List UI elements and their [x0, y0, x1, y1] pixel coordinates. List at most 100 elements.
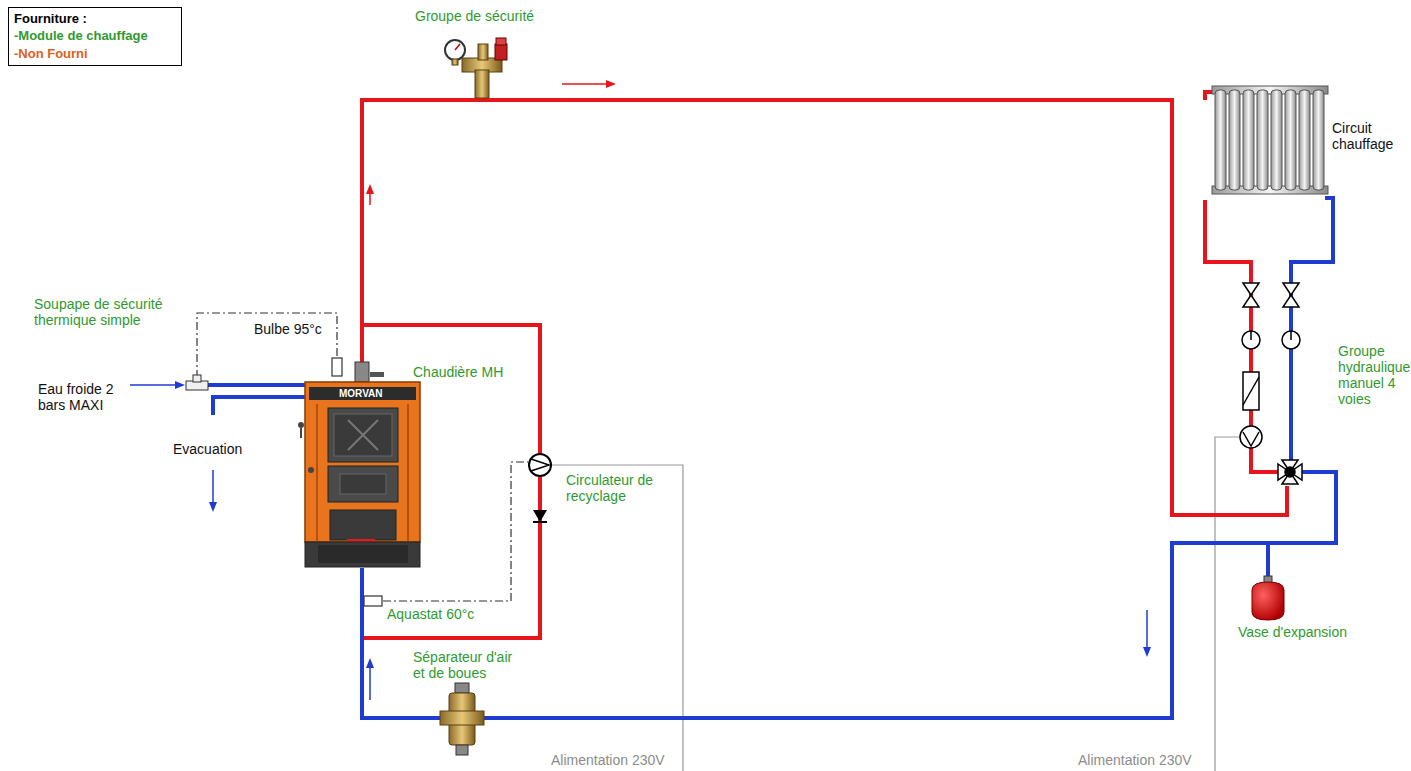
sensor-label: Bulbe 95°c — [254, 321, 344, 337]
boiler-part — [318, 545, 408, 563]
boiler-part — [348, 420, 378, 450]
legend-entry: -Non Fourni — [14, 44, 176, 62]
safety-group-part — [496, 38, 506, 45]
flow-arrow-part — [209, 502, 217, 512]
legend-text: -Non Fourni — [14, 46, 88, 61]
legend-box: Fourniture : -Module de chauffage -Non Fou… — [8, 7, 182, 66]
expansion-vessel — [1252, 576, 1284, 620]
safety-group-part — [475, 70, 489, 98]
power-note: Alimentation 230V — [551, 752, 701, 768]
component-label: Séparateur d'air et de boues — [413, 649, 523, 681]
component-label: Soupape de sécurité thermique simple — [34, 296, 174, 328]
hydraulic-group-part — [1243, 372, 1259, 410]
brand-mark: MORVAN — [339, 388, 409, 400]
hydraulic-group-part — [1243, 283, 1259, 307]
supply-pipe — [362, 92, 1287, 638]
flow-arrow-part — [366, 658, 374, 668]
drain-label: Evacuation — [173, 441, 273, 457]
flow-arrow-part — [366, 184, 374, 194]
return-pipe — [205, 198, 1336, 718]
safety-group-part — [455, 44, 460, 50]
return-pipe-part — [1266, 543, 1270, 578]
boiler-part — [355, 362, 369, 382]
component-label: Groupe hydraulique manuel 4 voies — [1338, 343, 1410, 407]
boiler-part — [330, 510, 396, 540]
radiator-part — [1229, 90, 1240, 190]
boiler-part — [308, 467, 314, 473]
power-wire — [552, 437, 1240, 771]
flow-arrow-part — [1146, 610, 1148, 650]
component-label: Chaudière MH — [413, 364, 533, 380]
recycling-circulator-part — [533, 510, 547, 522]
supply-pipe-part — [362, 100, 1287, 515]
recycling-circulator-part — [533, 521, 547, 523]
boiler-part — [407, 404, 409, 554]
safety-group-part — [478, 44, 488, 60]
boiler-part — [370, 372, 384, 377]
boiler — [298, 362, 420, 567]
component-label: Aquastat 60°c — [387, 606, 497, 622]
component-label: Groupe de sécurité — [415, 8, 585, 24]
hydraulic-group-part — [1278, 464, 1302, 480]
flow-arrow-part — [212, 470, 214, 505]
recycling-circulator — [529, 454, 551, 522]
hydraulic-group-part — [1243, 377, 1259, 405]
flow-arrow-part — [175, 381, 185, 389]
boiler-part — [340, 474, 386, 494]
circuit-label: Circuit chauffage — [1332, 120, 1411, 152]
legend-entry: -Module de chauffage — [14, 26, 176, 44]
radiator-part — [1257, 90, 1268, 190]
boiler-part — [328, 466, 398, 502]
recycling-circulator-part — [531, 459, 549, 471]
air-sludge-separator — [440, 683, 484, 755]
hydraulic-group-part — [1251, 331, 1291, 340]
component-label: Vase d'expansion — [1238, 624, 1368, 640]
hydraulic-group — [1240, 283, 1302, 484]
hydraulic-group-part — [1282, 460, 1298, 484]
boiler-part — [298, 422, 304, 428]
safety-group-part — [495, 44, 507, 60]
return-pipe-part — [205, 383, 320, 387]
flow-arrow-part — [369, 665, 371, 700]
safety-group-part — [452, 59, 458, 65]
legend-text: -Module de chauffage — [14, 28, 148, 43]
sensor-bulb-part — [332, 358, 342, 376]
return-pipe-part — [213, 397, 320, 415]
radiator-part — [1215, 90, 1226, 190]
radiator-part — [1285, 90, 1296, 190]
safety-group-part — [445, 40, 465, 60]
air-sludge-separator-part — [440, 711, 484, 725]
boiler-part — [334, 414, 392, 456]
boiler-part — [305, 382, 420, 542]
flow-arrow-part — [606, 80, 616, 88]
return-pipe-part — [1291, 198, 1333, 460]
flow-arrow-part — [562, 83, 612, 85]
boiler-part — [309, 387, 416, 400]
expansion-vessel-part — [1252, 582, 1284, 620]
hydraulic-group-part — [1240, 426, 1262, 448]
boiler-part — [300, 428, 302, 438]
air-sludge-separator-part — [455, 683, 469, 693]
thermal-safety-valve — [186, 375, 208, 390]
boiler-part — [305, 542, 420, 567]
power-note: Alimentation 230V — [1078, 752, 1228, 768]
flow-arrow-part — [130, 384, 178, 386]
hydraulic-group-part — [1285, 467, 1295, 477]
hydraulic-group-part — [1283, 283, 1299, 307]
air-sludge-separator-part — [456, 745, 468, 755]
boiler-part — [328, 408, 398, 462]
radiator-part — [1299, 90, 1310, 190]
boiler-part — [316, 404, 318, 554]
flow-arrow-part — [1143, 647, 1151, 657]
recycling-circulator-part — [529, 454, 551, 476]
sensor-bulb-part — [364, 596, 382, 606]
return-pipe-part — [362, 472, 1336, 718]
supply-pipe-part — [1205, 200, 1278, 472]
supply-note: Eau froide 2 bars MAXI — [38, 381, 128, 413]
thermal-safety-valve-part — [193, 375, 201, 382]
flow-arrow — [130, 80, 1151, 700]
component-label: Circulateur de recyclage — [566, 472, 676, 504]
legend-heading: Fourniture : — [14, 11, 176, 26]
radiator-part — [1271, 90, 1282, 190]
